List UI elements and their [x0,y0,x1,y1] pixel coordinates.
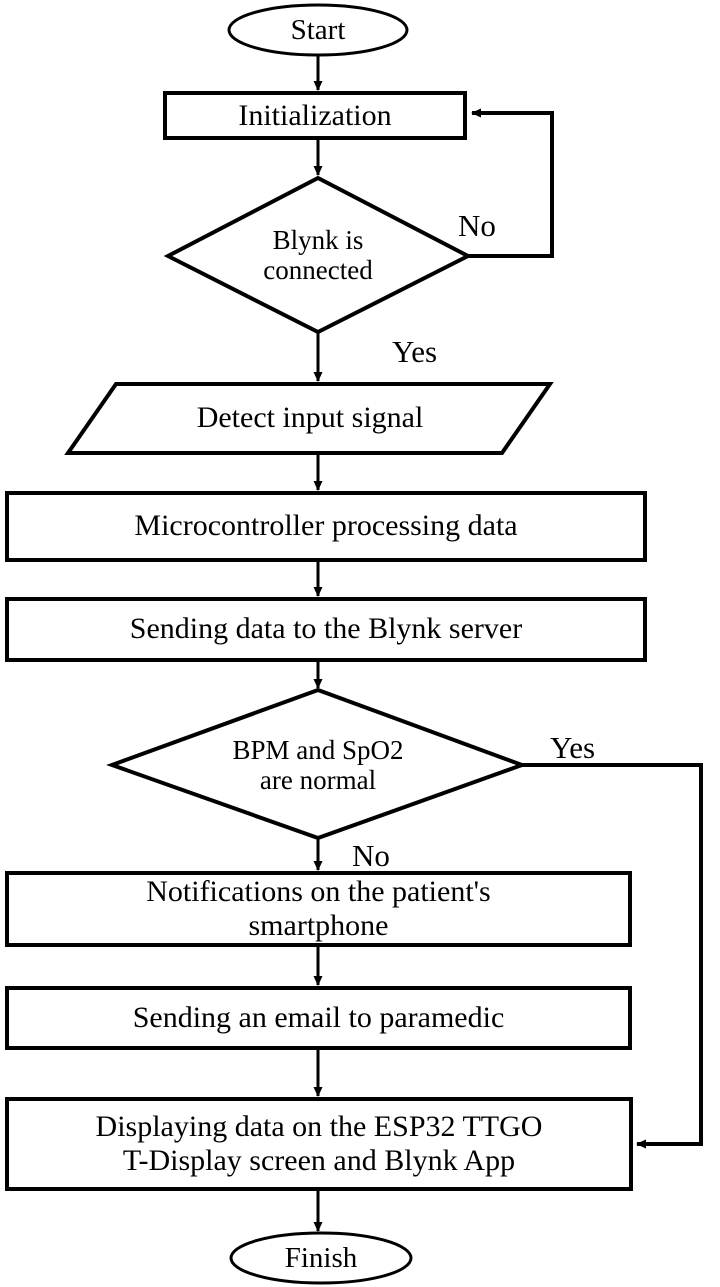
node-sending-email-to-paramedic[interactable] [7,988,630,1048]
node-finish[interactable] [231,1233,411,1283]
node-sending-data-to-blynk-server[interactable] [7,599,645,660]
node-init-shape [163,91,467,140]
node-email-shape [5,986,632,1050]
node-detect-input-signal[interactable] [68,384,550,453]
node-finish-shape [229,1231,413,1285]
node-detect-shape [64,382,554,455]
edge-blynk-no-to-init [468,108,554,258]
node-display-shape [5,1097,633,1191]
node-notifications-on-patient-smartphone[interactable] [7,873,630,945]
edge-label-blynk-yes: Yes [392,334,438,369]
node-microcontroller-processing-data[interactable] [7,493,645,560]
node-process-shape [5,491,647,562]
node-notify-shape [5,871,632,947]
node-blynk-is-connected[interactable] [168,178,468,332]
edge-label-normal-yes: Yes [550,730,596,765]
node-initialization[interactable] [165,93,465,138]
edge-normal-yes-to-display [522,763,703,1149]
edge-label-normal-no: No [352,838,390,873]
node-bpm-and-spo2-are-normal[interactable] [112,690,522,838]
node-displaying-data-on-esp32-ttgo[interactable] [7,1099,631,1189]
node-send-shape [5,597,647,662]
node-start[interactable] [229,5,407,55]
edge-label-blynk-no: No [458,208,496,243]
